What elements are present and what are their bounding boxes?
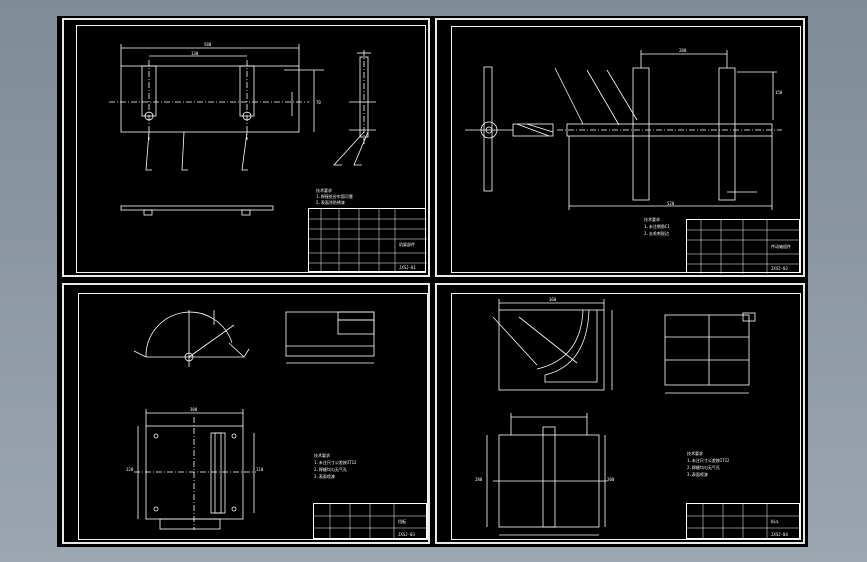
sheet-4-note-3: 3.表面喷漆: [687, 472, 708, 477]
sheet-3-dim-left: 120: [126, 467, 134, 472]
sheet-4-dim-right: 200: [607, 477, 615, 482]
drawing-sheet-3[interactable]: 300 120 110 技术要求 1.未注尺寸公差按IT12 2.焊缝均匀无气孔…: [62, 283, 430, 544]
sheet-2-tb-code: JXSJ-02: [771, 266, 788, 271]
sheet-3-tb-name: 挡板: [398, 519, 406, 524]
sheet-1-dim-left: 130: [191, 51, 199, 56]
sheet-1-notes-title: 技术要求: [316, 188, 332, 193]
sheet-2-dim-bottom: 520: [667, 201, 675, 206]
sheet-2-tb-name: 传动轴组件: [771, 244, 791, 249]
sheet-1-note-2: 2.表面涂防锈漆: [316, 200, 345, 205]
sheet-2-title-block: 传动轴组件 JXSJ-02: [686, 219, 801, 274]
sheet-4-tb-name: 料斗: [771, 519, 779, 524]
drawing-sheet-1[interactable]: 580 130 70 技术要求 1.焊接处应牢固可靠 2.表面涂防锈漆 机架部件…: [62, 18, 430, 277]
sheet-3-tb-code: JXSJ-03: [398, 532, 415, 537]
sheet-3-geometry: [133, 310, 375, 530]
sheet-3-note-2: 2.焊缝均匀无气孔: [314, 467, 347, 472]
drawing-canvas[interactable]: 580 130 70 技术要求 1.焊接处应牢固可靠 2.表面涂防锈漆 机架部件…: [57, 16, 808, 547]
sheet-2-note-1: 1.未注倒角C1: [644, 224, 670, 229]
sheet-2-geometry: [465, 50, 782, 210]
sheet-4-note-2: 2.焊缝均匀无气孔: [687, 465, 720, 470]
sheet-4-border: [451, 293, 801, 540]
drawing-sheet-4[interactable]: 360 280 200 技术要求 1.未注尺寸公差按IT12 2.焊缝均匀无气孔…: [435, 283, 805, 544]
sheet-1-tb-code: JXSJ-01: [399, 265, 416, 270]
sheet-3-title-block: 挡板 JXSJ-03: [313, 503, 428, 540]
sheet-4-note-1: 1.未注尺寸公差按IT12: [687, 458, 730, 463]
sheet-1-dim-top: 580: [204, 42, 212, 47]
sheet-2-border: [451, 26, 801, 273]
sheet-1-border: [76, 25, 426, 273]
sheet-3-dim-top: 300: [190, 407, 198, 412]
sheet-1-tb-name: 机架部件: [399, 242, 415, 247]
drawing-sheet-2[interactable]: 280 520 150 技术要求 1.未注倒角C1 2.去毛刺锐边 传动轴组件 …: [435, 18, 805, 277]
sheet-4-notes-title: 技术要求: [687, 451, 703, 456]
sheet-1-dim-right: 70: [316, 100, 321, 105]
sheet-4-geometry: [486, 299, 756, 536]
sheet-1-geometry: [109, 44, 376, 216]
sheet-3-notes-title: 技术要求: [314, 453, 330, 458]
sheet-3-note-3: 3.表面喷漆: [314, 474, 335, 479]
sheet-1-note-1: 1.焊接处应牢固可靠: [316, 194, 353, 199]
sheet-2-note-2: 2.去毛刺锐边: [644, 231, 669, 236]
sheet-4-tb-code: JXSJ-04: [771, 532, 788, 537]
sheet-3-border: [78, 293, 428, 540]
sheet-4-title-block: 料斗 JXSJ-04: [686, 503, 801, 540]
sheet-4-dim-top: 360: [549, 297, 557, 302]
sheet-2-dim-top: 280: [679, 48, 687, 53]
sheet-4-dim-left: 280: [475, 477, 483, 482]
sheet-3-note-1: 1.未注尺寸公差按IT12: [314, 460, 357, 465]
sheet-2-dim-right: 150: [775, 90, 783, 95]
sheet-2-notes-title: 技术要求: [644, 217, 660, 222]
sheet-3-dim-right: 110: [256, 467, 264, 472]
sheet-1-title-block: 机架部件 JXSJ-01: [308, 208, 427, 273]
